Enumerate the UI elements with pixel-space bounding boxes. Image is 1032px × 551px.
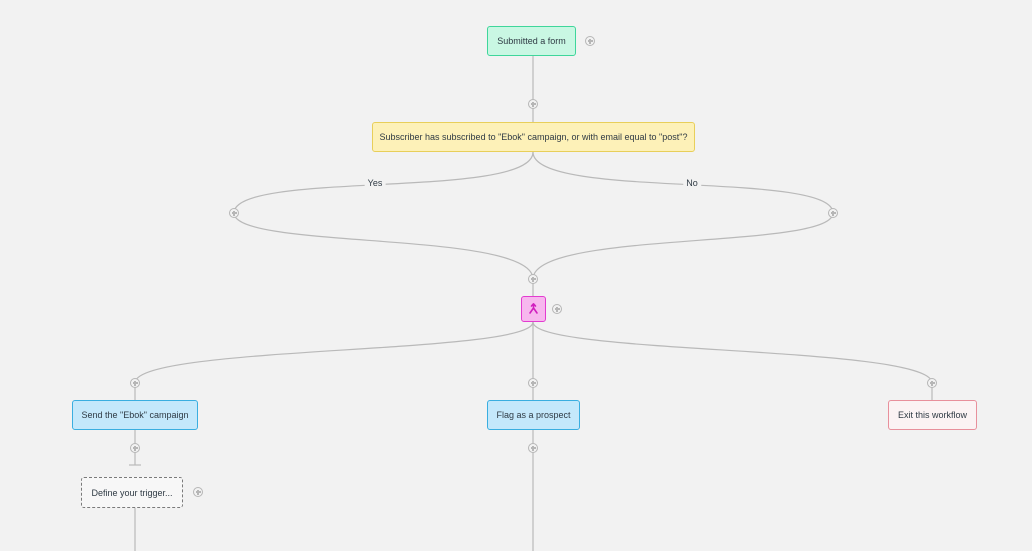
trigger-label: Submitted a form: [497, 36, 566, 46]
define-trigger-node[interactable]: Define your trigger...: [81, 477, 183, 508]
condition-node[interactable]: Subscriber has subscribed to "Ebok" camp…: [372, 122, 695, 152]
condition-label: Subscriber has subscribed to "Ebok" camp…: [379, 132, 688, 142]
connector-split-left: [134, 321, 534, 400]
add-after-send-icon[interactable]: [130, 443, 140, 453]
send-campaign-node[interactable]: Send the "Ebok" campaign: [72, 400, 198, 430]
split-node[interactable]: [521, 296, 546, 322]
connector-yes-branch: [233, 151, 534, 280]
add-after-flag-icon[interactable]: [528, 443, 538, 453]
connector-split-right: [532, 321, 933, 400]
add-yes-step-icon[interactable]: [229, 208, 239, 218]
add-right-step-icon[interactable]: [927, 378, 937, 388]
add-merge-step-icon[interactable]: [528, 274, 538, 284]
add-center-step-icon[interactable]: [528, 378, 538, 388]
add-step-icon[interactable]: [528, 99, 538, 109]
split-arrows-icon: [527, 302, 540, 317]
send-campaign-label: Send the "Ebok" campaign: [81, 410, 189, 420]
flag-prospect-label: Flag as a prospect: [496, 410, 571, 420]
exit-workflow-label: Exit this workflow: [897, 410, 968, 420]
define-trigger-label: Define your trigger...: [91, 487, 173, 498]
add-no-step-icon[interactable]: [828, 208, 838, 218]
add-split-branch-icon[interactable]: [552, 304, 562, 314]
add-left-step-icon[interactable]: [130, 378, 140, 388]
add-icon[interactable]: [585, 36, 595, 46]
add-placeholder-branch-icon[interactable]: [193, 487, 203, 497]
yes-branch-label: Yes: [364, 178, 386, 188]
exit-workflow-node[interactable]: Exit this workflow: [888, 400, 977, 430]
flag-prospect-node[interactable]: Flag as a prospect: [487, 400, 580, 430]
trigger-node[interactable]: Submitted a form: [487, 26, 576, 56]
connector-no-branch: [532, 151, 834, 280]
no-branch-label: No: [683, 178, 701, 188]
